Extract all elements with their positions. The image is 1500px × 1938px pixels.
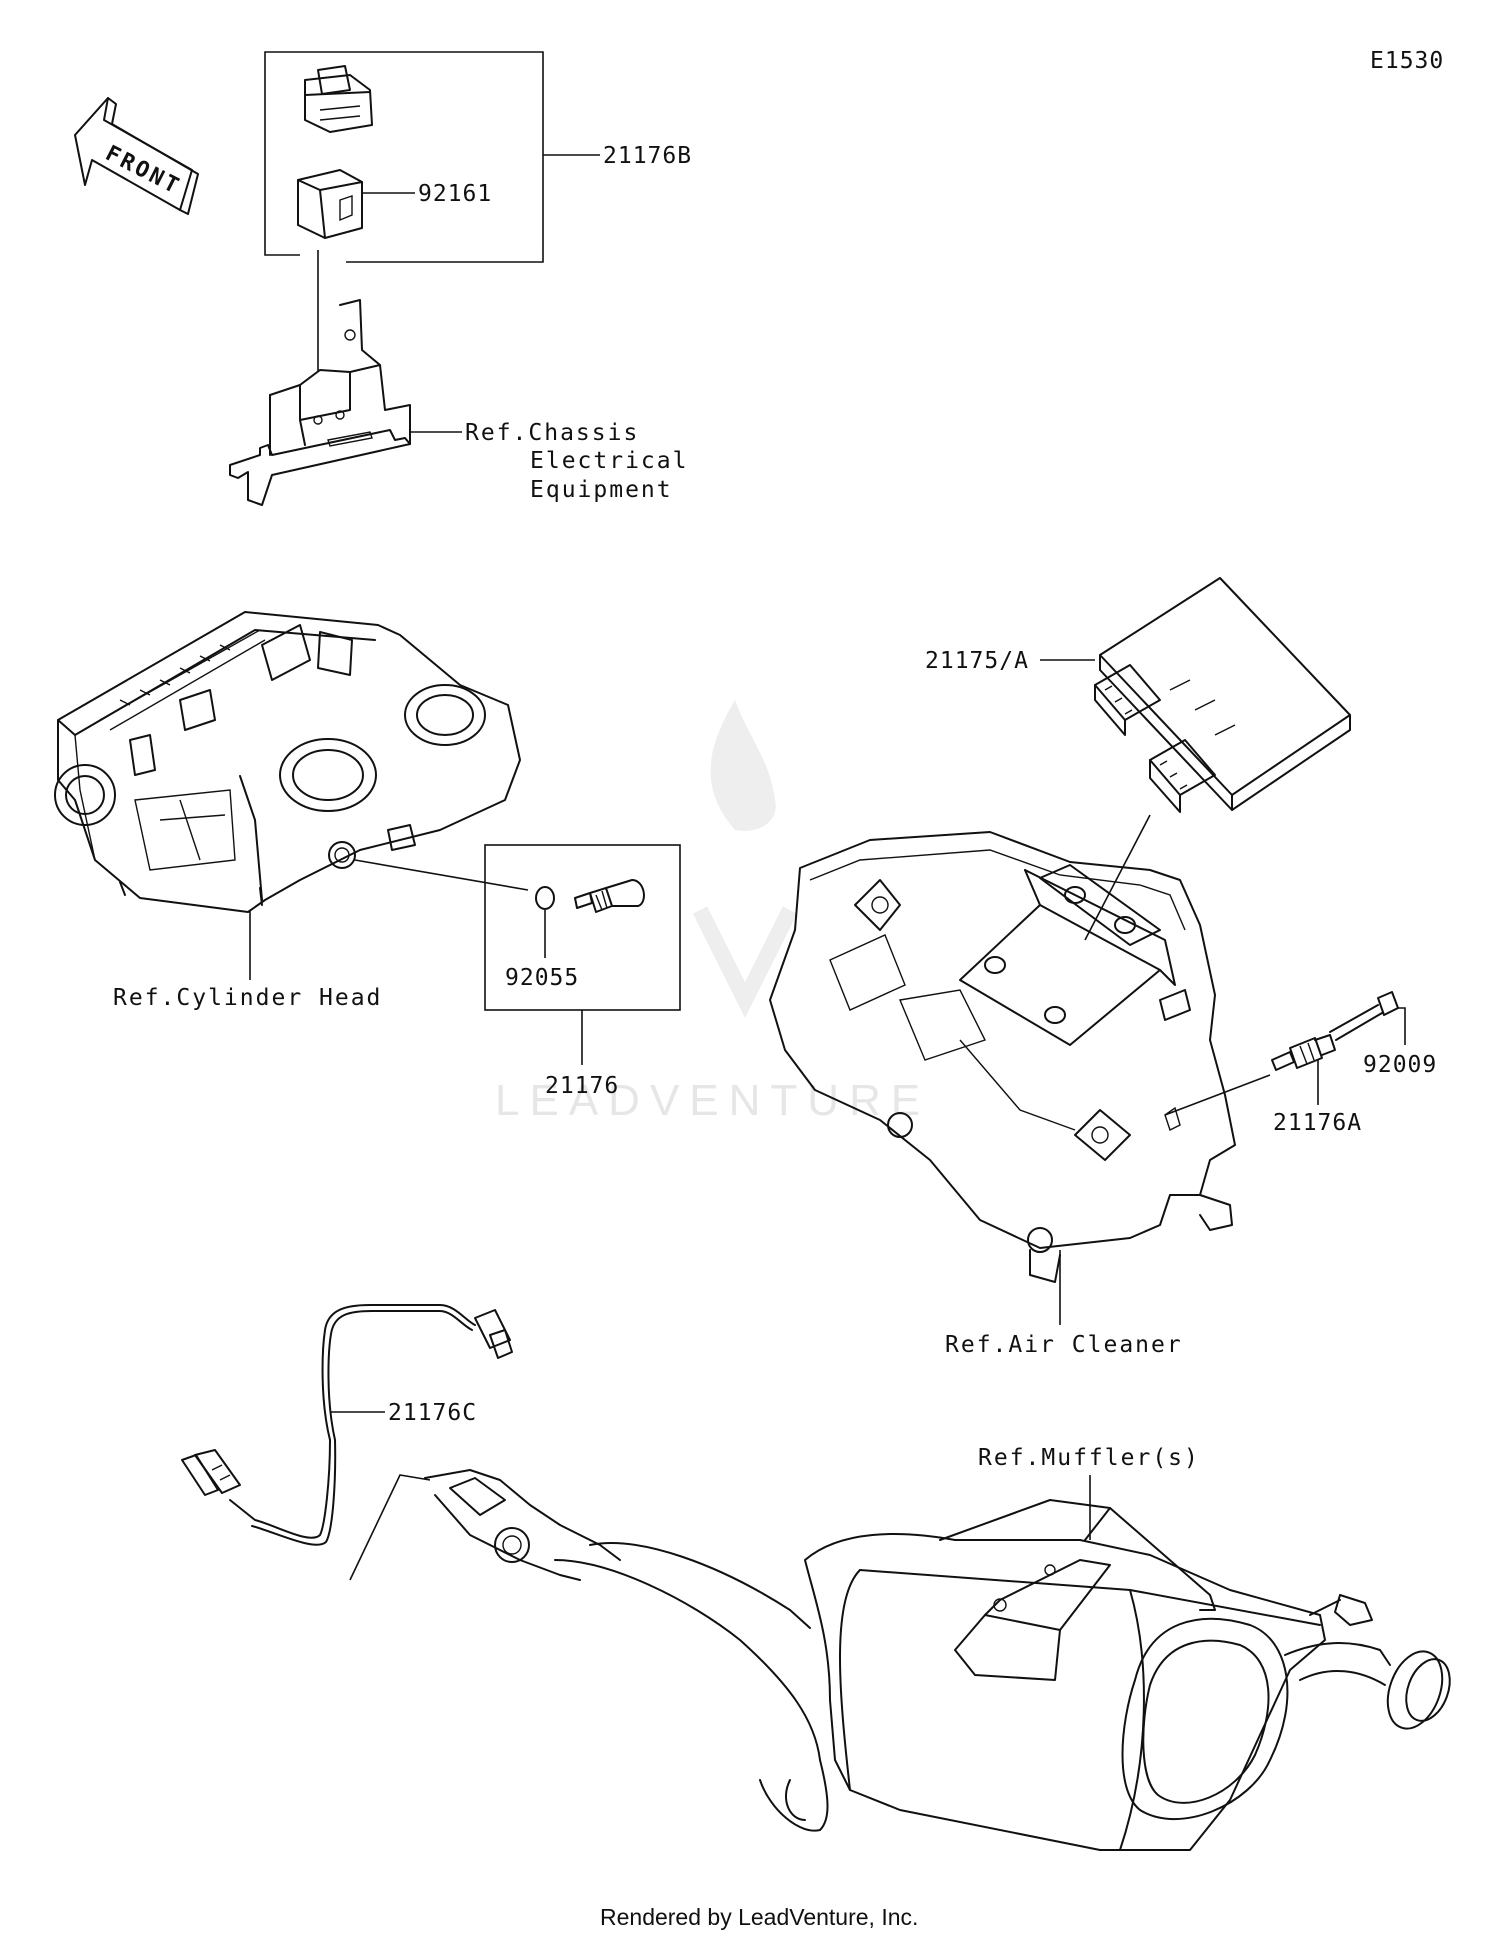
watermark-text: LEADVENTURE xyxy=(495,1076,930,1125)
o2-sensor-21176c-icon xyxy=(181,1304,513,1546)
gasket-92055-icon xyxy=(535,886,555,910)
relay-92161-callout: 92161 xyxy=(418,181,492,207)
ecu-mount-leader xyxy=(1084,814,1151,941)
ref-muffler-label: Ref.Muffler(s) xyxy=(978,1445,1200,1471)
relay-92161-icon xyxy=(297,169,363,239)
muffler-icon xyxy=(424,1469,1451,1851)
relay-group: 92161 21176B Ref.Chassis Electrical Equi… xyxy=(229,51,692,506)
cylinder-head-leader xyxy=(354,859,529,891)
relay-group-frame xyxy=(264,51,544,263)
ref-chassis-label-3: Equipment xyxy=(530,477,673,503)
temp-sensor-group: 92055 21176 xyxy=(484,844,681,1099)
air-cleaner-icon xyxy=(769,831,1236,1283)
footer-credit: Rendered by LeadVenture, Inc. xyxy=(600,1904,918,1930)
relay-bracket-icon xyxy=(229,299,411,506)
ref-chassis-label-2: Electrical xyxy=(530,448,688,474)
relay-assy-callout: 21176B xyxy=(603,143,692,169)
watermark-logo-icon xyxy=(710,700,776,831)
ref-chassis-label-1: Ref.Chassis xyxy=(465,420,639,446)
watermark: LEADVENTURE xyxy=(495,700,930,1125)
bolt-92009-icon xyxy=(1329,991,1399,1041)
bolt-leader xyxy=(1397,1007,1406,1045)
temp-sensor-21176-callout: 21176 xyxy=(545,1073,619,1099)
intake-sensor-21176a-icon xyxy=(1271,1034,1336,1071)
intake-sensor-mount-leader xyxy=(1164,1074,1271,1116)
gasket-92055-callout: 92055 xyxy=(505,965,579,991)
relay-upper-icon xyxy=(304,65,373,133)
o2-sensor-21176c-callout: 21176C xyxy=(388,1400,477,1426)
cylinder-head-icon xyxy=(54,611,521,913)
o2-sensor-mount-leader xyxy=(349,1474,431,1581)
front-arrow-icon: FRONT xyxy=(74,97,199,215)
temp-sensor-21176-icon xyxy=(574,879,645,913)
ecu-21175-icon xyxy=(1094,577,1351,813)
diagram-code: E1530 xyxy=(1370,48,1444,74)
ref-air-cleaner-label: Ref.Air Cleaner xyxy=(945,1332,1183,1358)
ecu-21175-callout: 21175/A xyxy=(925,648,1029,674)
front-arrow-label: FRONT xyxy=(101,141,185,200)
ref-cylinder-head-label: Ref.Cylinder Head xyxy=(113,985,382,1011)
intake-sensor-21176a-callout: 21176A xyxy=(1273,1110,1362,1136)
bolt-92009-callout: 92009 xyxy=(1363,1052,1437,1078)
